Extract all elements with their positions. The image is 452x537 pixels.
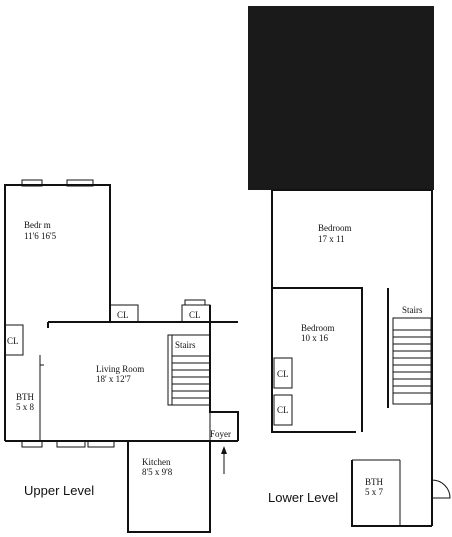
upper-closet-1-label: CL	[117, 310, 129, 320]
upper-living-room-label: Living Room	[96, 364, 144, 374]
upper-bedroom-size: 11'6 16'5	[24, 231, 57, 241]
lower-closet-1-label: CL	[277, 369, 289, 379]
lower-door-swing	[431, 479, 451, 499]
lower-bath-size: 5 x 7	[365, 487, 384, 497]
lower-stair-treads	[393, 329, 431, 394]
upper-bath-size: 5 x 8	[16, 402, 35, 412]
upper-window-6	[87, 440, 115, 448]
upper-living-room-size: 18' x 12'7	[96, 374, 131, 384]
redacted-block	[248, 6, 434, 190]
upper-kitchen-walls	[127, 441, 211, 533]
upper-stairs-label: Stairs	[175, 340, 196, 350]
upper-window-2	[66, 179, 94, 187]
upper-window-4	[21, 440, 43, 448]
upper-closet-1-box	[109, 304, 139, 323]
entry-arrow-head	[221, 446, 227, 454]
upper-bedroom-walls	[4, 184, 111, 441]
upper-bath-label: BTH	[16, 392, 35, 402]
lower-closet-1-box	[273, 357, 293, 389]
lower-closet-2-label: CL	[277, 405, 289, 415]
upper-closet-2-label: CL	[189, 310, 201, 320]
upper-stair-treads	[171, 335, 210, 405]
lower-bedroom-2-walls	[272, 287, 363, 432]
lower-closet-2-box	[273, 394, 293, 426]
lower-level-label: Lower Level	[268, 490, 338, 505]
lower-bedroom-1-size: 17 x 11	[318, 234, 345, 244]
lower-bedroom-2-label: Bedroom	[301, 323, 335, 333]
lower-left-wall	[271, 190, 356, 433]
upper-right-wall	[209, 305, 239, 441]
upper-window-3	[184, 299, 206, 306]
lower-stairs-box	[392, 317, 432, 405]
upper-foyer-label: Foyer	[210, 429, 231, 439]
lower-bedroom-1-label: Bedroom	[318, 223, 352, 233]
upper-window-5	[56, 440, 86, 448]
upper-window-1	[21, 179, 43, 187]
upper-closet-3-label: CL	[7, 336, 19, 346]
lower-stairs-label: Stairs	[402, 305, 423, 315]
upper-bedroom-label: Bedr m	[24, 220, 51, 230]
lower-bath-walls	[351, 460, 432, 527]
lower-bedroom-2-size: 10 x 16	[301, 333, 329, 343]
upper-kitchen-label: Kitchen	[142, 457, 171, 467]
lower-level-plan	[248, 6, 451, 527]
lower-bath-label: BTH	[365, 477, 384, 487]
upper-kitchen-size: 8'5 x 9'8	[142, 467, 173, 477]
upper-closet-3-box	[4, 324, 24, 356]
upper-level-plan	[4, 179, 239, 533]
upper-level-label: Upper Level	[24, 483, 94, 498]
